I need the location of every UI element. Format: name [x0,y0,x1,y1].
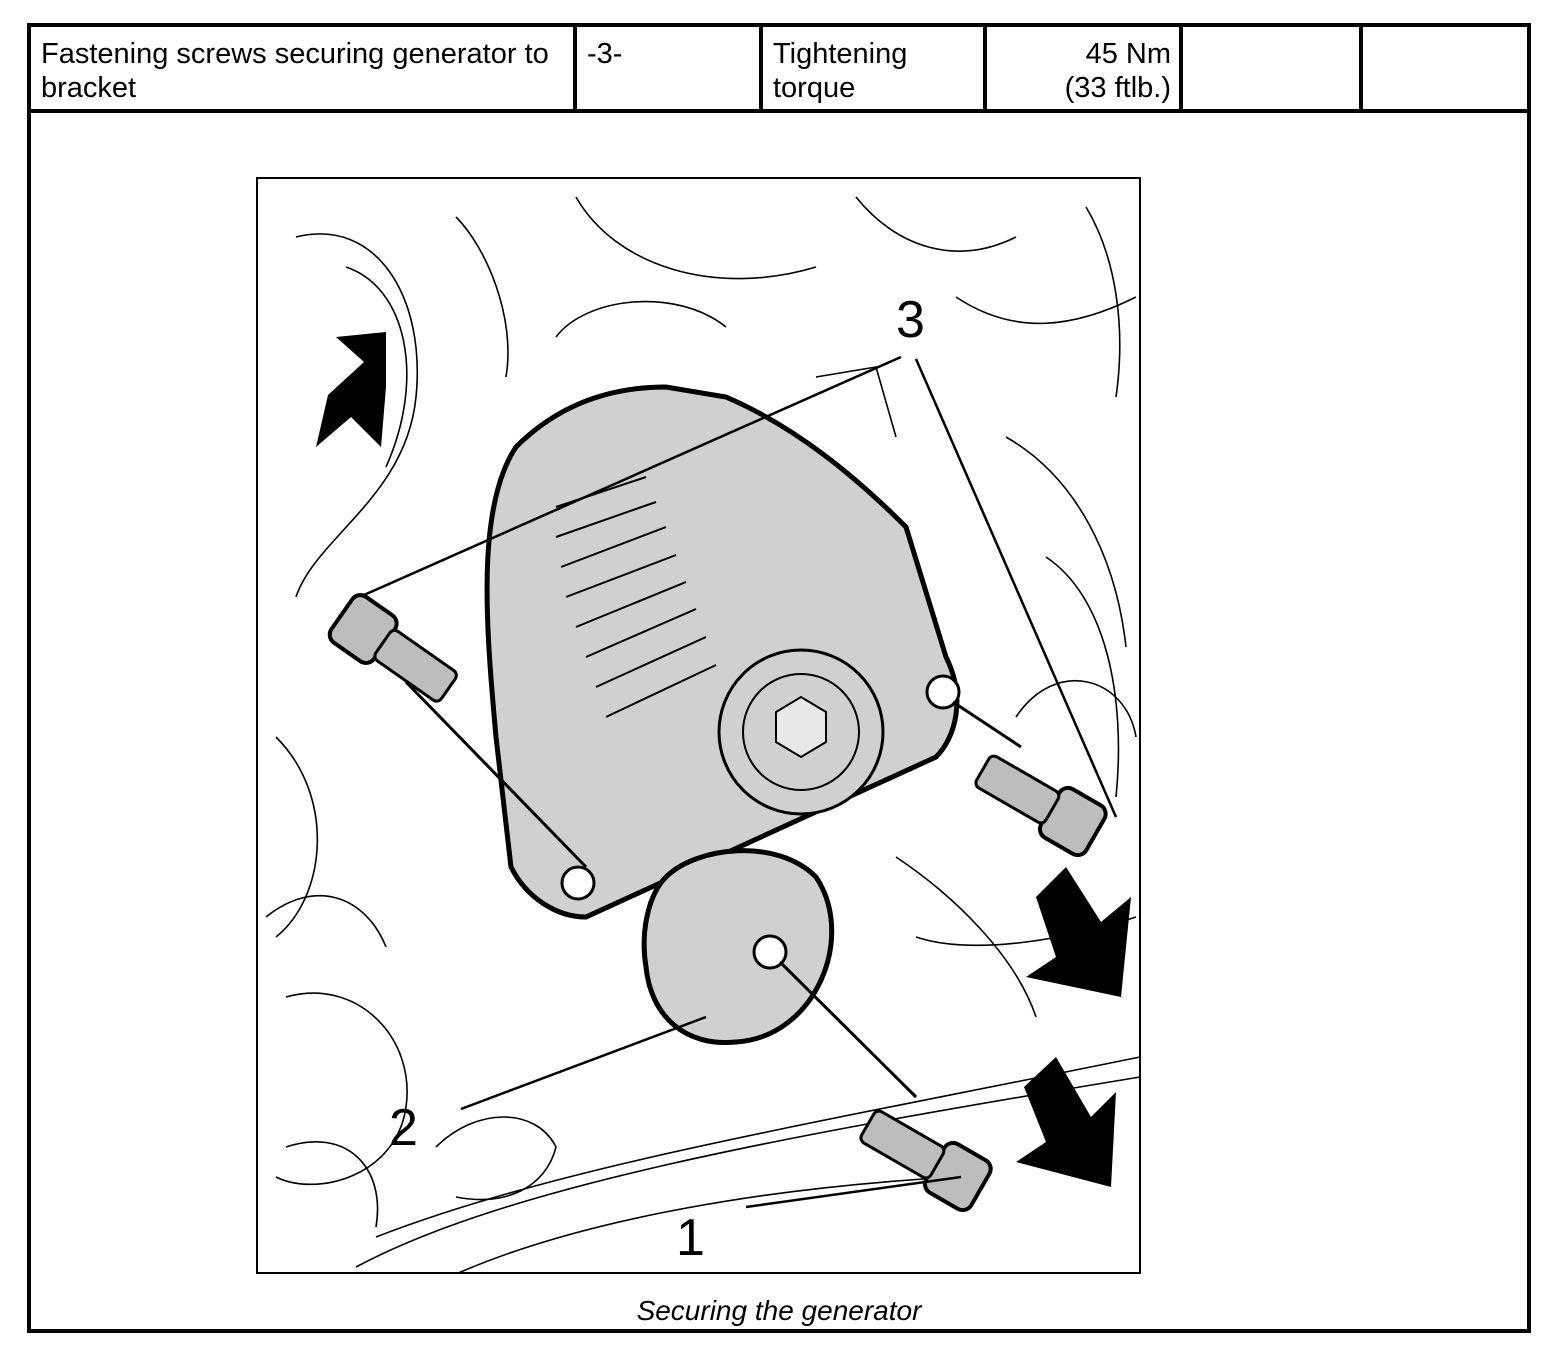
generator-illustration: 3 2 1 [256,177,1141,1274]
spec-table: Fastening screws securing generator to b… [31,27,1527,113]
assembly-lines [404,680,1022,1099]
bolt-icon [974,754,1108,858]
arrow-icon [1016,1057,1116,1187]
type-cell: Tightening torque [761,27,987,113]
arrow-icon [316,332,386,447]
generator-figure: 3 2 1 [256,177,1141,1274]
item-cell: -3- [575,27,763,113]
value-metric: 45 Nm [1085,38,1171,70]
value-imperial: (33 ftlb.) [1064,72,1171,104]
callout-3: 3 [896,291,925,349]
blank-cell-1 [1181,27,1363,113]
document-frame: Fastening screws securing generator to b… [27,23,1531,1333]
callout-1: 1 [676,1209,705,1267]
bolt-icon [327,593,458,703]
callout-leaders [363,355,1118,1209]
callout-2: 2 [389,1099,418,1157]
figure-caption: Securing the generator [636,1295,922,1326]
value-cell: 45 Nm (33 ftlb.) [985,27,1183,113]
arrow-icon [1026,867,1131,997]
blank-cell-2 [1361,27,1527,113]
description-cell: Fastening screws securing generator to b… [31,27,577,113]
tensioner-roller [641,848,835,1046]
spec-row: Fastening screws securing generator to b… [31,27,1527,113]
